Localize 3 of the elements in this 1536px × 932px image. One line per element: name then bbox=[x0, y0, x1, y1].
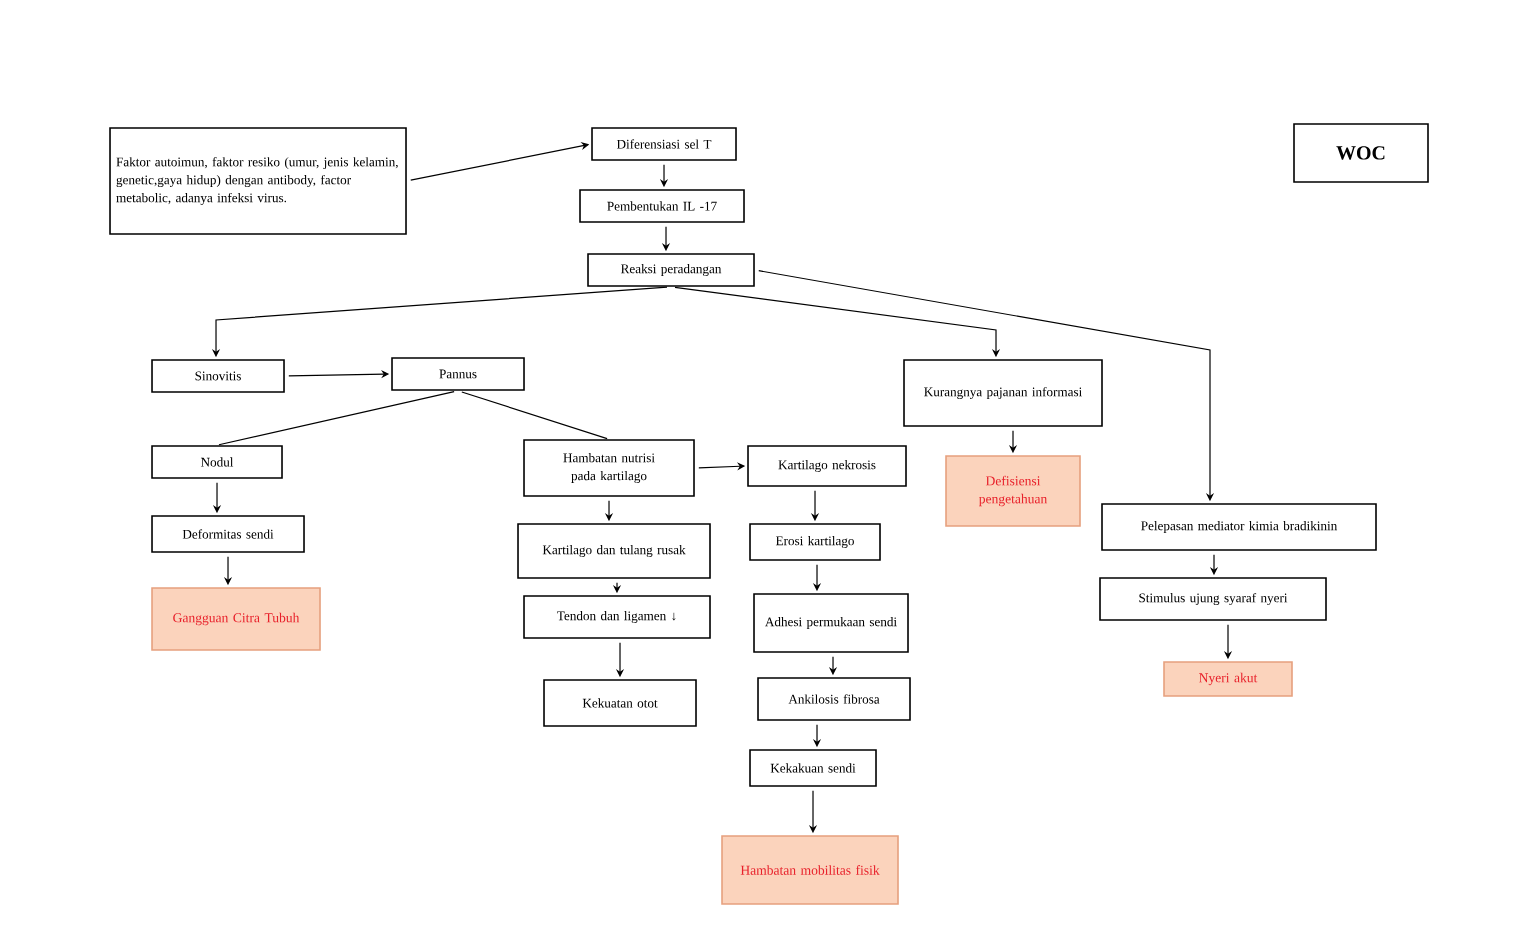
connector-line bbox=[461, 391, 608, 440]
title-box: WOC bbox=[1293, 123, 1429, 183]
connector-line bbox=[218, 391, 455, 446]
